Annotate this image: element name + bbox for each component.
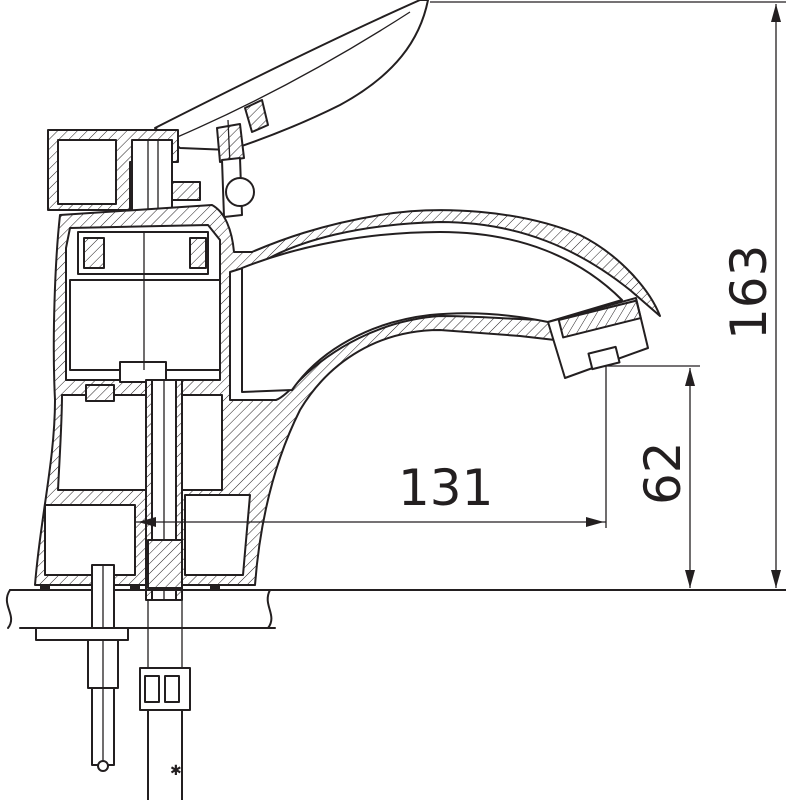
fixing-stud [35, 564, 129, 772]
lever-handle [154, 0, 429, 151]
dimension-total-height: 163 [430, 1, 786, 588]
countertop [5, 589, 786, 629]
dimension-62-label: 62 [634, 441, 692, 505]
dimension-spout-height: 62 [606, 365, 700, 588]
dimension-131-label: 131 [398, 459, 493, 517]
hose-mark: ✱ [170, 763, 182, 779]
dimension-163-label: 163 [720, 245, 778, 340]
dimension-spout-reach: 131 [136, 366, 607, 528]
hose-connector: ✱ [139, 539, 191, 800]
base-gasket [40, 584, 220, 590]
cartridge [69, 231, 221, 402]
aerator [547, 297, 649, 379]
